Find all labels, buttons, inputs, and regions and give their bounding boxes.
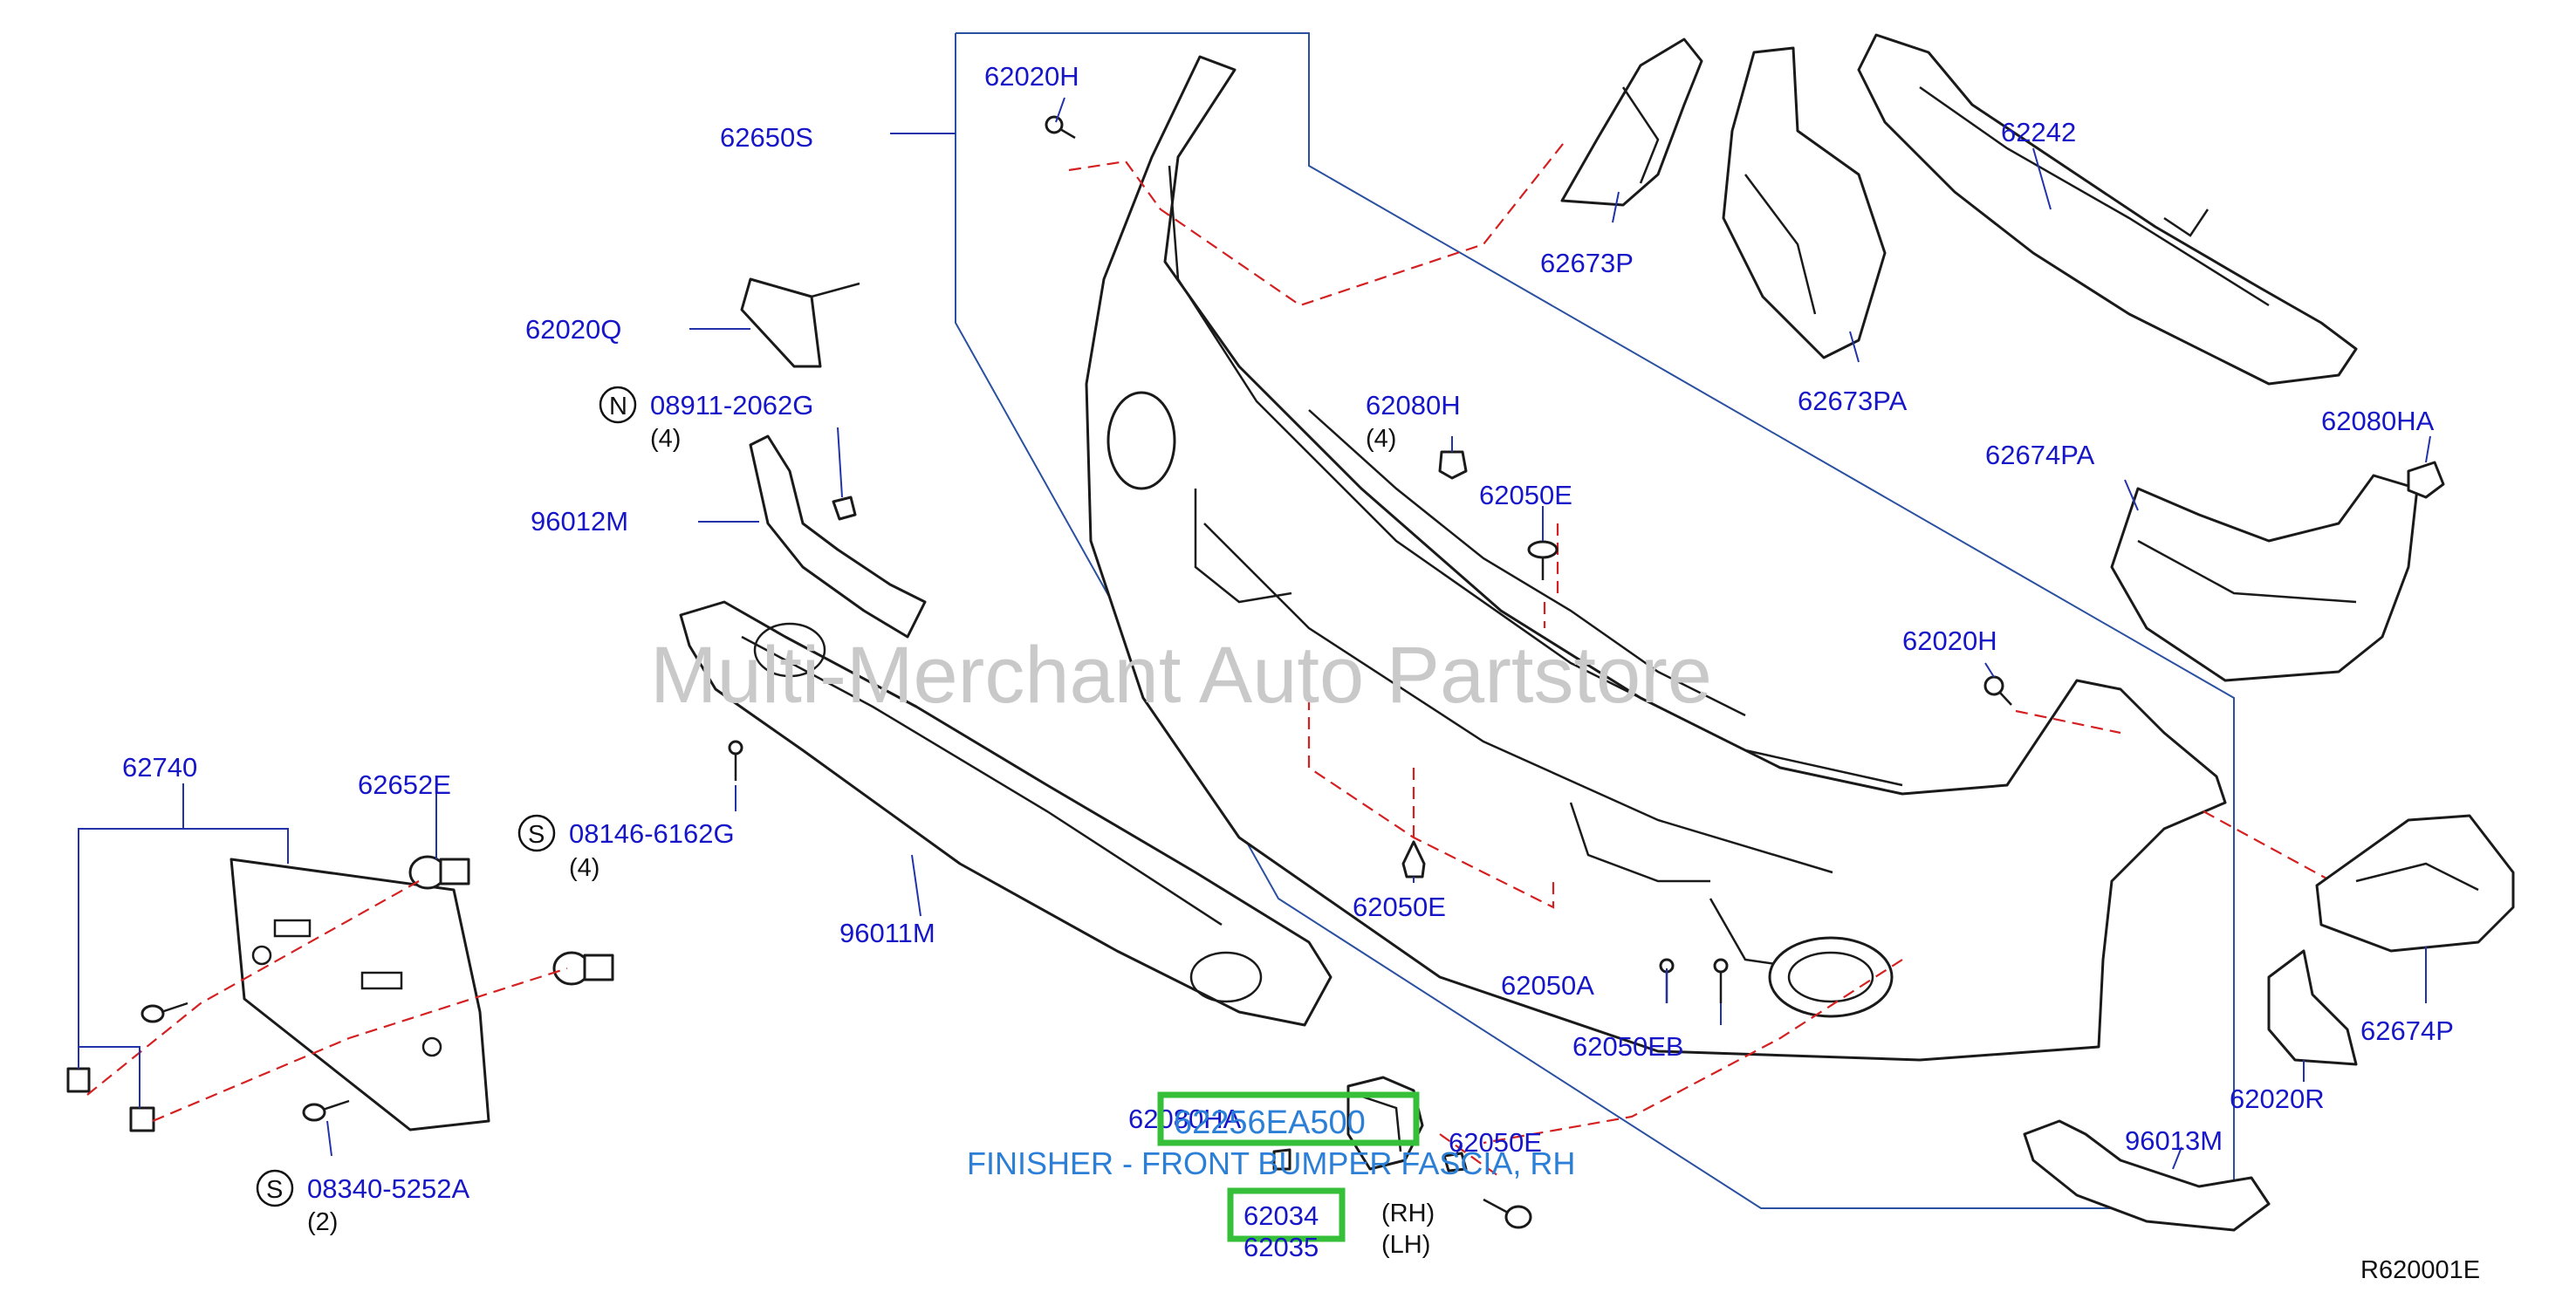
label-62740: 62740 (122, 752, 197, 783)
label-62674PA: 62674PA (1985, 440, 2095, 470)
highlight-description: FINISHER - FRONT BUMPER FASCIA, RH (967, 1145, 1575, 1181)
label-62034[interactable]: 62034 (1243, 1200, 1319, 1231)
symbol-s-2: S (266, 1176, 283, 1204)
clip-62652E-1[interactable] (408, 855, 470, 890)
symbol-s-1: S (528, 821, 545, 849)
plate-62740[interactable] (230, 858, 490, 1131)
clip-62050E-top[interactable] (1527, 540, 1559, 580)
bracket-96013M[interactable] (2023, 1119, 2271, 1232)
symbol-n: N (609, 393, 627, 420)
clip-62080H[interactable] (1438, 450, 1468, 480)
seal-62020R[interactable] (2267, 949, 2358, 1066)
label-62652E: 62652E (358, 769, 451, 800)
clip-62034[interactable] (1272, 1148, 1291, 1171)
label-62080HA-bottom: 62080HA (1128, 1104, 1242, 1134)
bracket-62674PA[interactable] (2110, 474, 2419, 682)
label-62242: 62242 (2001, 117, 2076, 147)
label-62020Q: 62020Q (525, 314, 621, 345)
clip-62652E-2[interactable] (552, 951, 614, 986)
symbol-n-circle (599, 386, 637, 424)
label-08340-5252A: 08340-5252A (307, 1173, 469, 1204)
label-62020H-top: 62020H (984, 61, 1079, 92)
label-lh: (LH) (1381, 1231, 1430, 1259)
qty-08340: (2) (307, 1208, 338, 1236)
label-08911-2062G: 08911-2062G (650, 390, 813, 420)
label-62035: 62035 (1243, 1232, 1319, 1262)
clip-62050E-bottom[interactable] (1442, 1152, 1532, 1229)
diagram-id: R620001E (2360, 1256, 2480, 1284)
qty-62080H: (4) (1366, 425, 1396, 453)
seal-62020Q[interactable] (740, 277, 860, 368)
label-rh: (RH) (1381, 1200, 1435, 1227)
label-62050A: 62050A (1501, 970, 1594, 1001)
label-62674P: 62674P (2360, 1015, 2454, 1046)
screw-62020H-right[interactable] (1983, 675, 2012, 706)
label-62050E-top: 62050E (1479, 480, 1572, 510)
label-62650S: 62650S (720, 122, 813, 153)
watermark: Multi-Merchant Auto Partstore (650, 631, 1712, 720)
screw-left-1[interactable] (140, 1002, 188, 1023)
label-62080HA-right: 62080HA (2321, 406, 2435, 436)
nut-08911[interactable] (832, 496, 857, 521)
bracket-62673P[interactable] (1560, 38, 1703, 207)
screw-08340[interactable] (302, 1099, 350, 1122)
label-62256EA500[interactable]: 62256EA500 (1174, 1104, 1366, 1141)
absorber-96011M[interactable] (679, 600, 1333, 1027)
label-62020R: 62020R (2230, 1084, 2325, 1114)
clip-62080HA-right[interactable] (2407, 461, 2445, 499)
label-62673P: 62673P (1540, 248, 1634, 278)
label-62050E-bottom: 62050E (1449, 1127, 1542, 1158)
highlight-box-62034[interactable] (1227, 1187, 1346, 1242)
label-62080H: 62080H (1366, 390, 1461, 420)
bolt-08146[interactable] (728, 740, 743, 781)
label-62050EB: 62050EB (1572, 1031, 1684, 1062)
nut-left-1[interactable] (66, 1067, 91, 1093)
symbol-s-circle-1 (517, 814, 556, 852)
symbol-s-circle-2 (256, 1169, 294, 1207)
label-96013M: 96013M (2125, 1125, 2223, 1156)
label-62020H-right: 62020H (1902, 626, 1997, 656)
label-62673PA: 62673PA (1798, 386, 1908, 416)
highlight-box-62256EA500[interactable] (1157, 1091, 1420, 1146)
bracket-62674P[interactable] (2315, 814, 2515, 953)
label-96012M: 96012M (531, 506, 628, 537)
nut-left-2[interactable] (129, 1106, 155, 1132)
qty-08146: (4) (569, 854, 599, 882)
label-96011M: 96011M (839, 918, 935, 948)
label-08146-6162G: 08146-6162G (569, 818, 735, 849)
reinforcement-62242[interactable] (1857, 33, 2358, 386)
screw-62020H-top[interactable] (1045, 115, 1076, 140)
bracket-62673PA[interactable] (1722, 46, 1887, 359)
label-62050E-mid: 62050E (1353, 892, 1446, 922)
bolt-62050EB[interactable] (1713, 958, 1729, 1003)
qty-08911: (4) (650, 425, 681, 453)
bracket-96012M[interactable] (749, 434, 927, 639)
